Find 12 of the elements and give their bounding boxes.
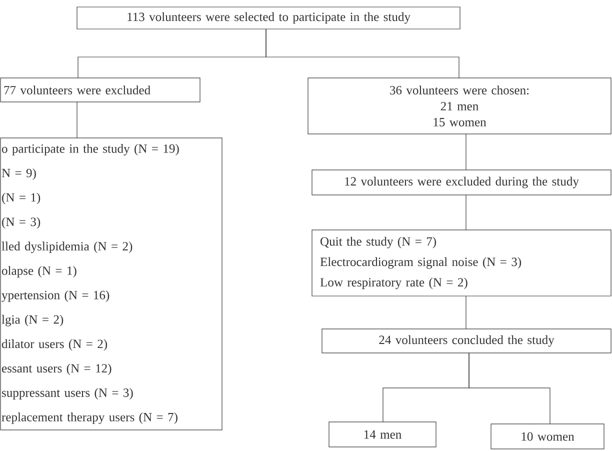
list-box: o participate in the study (N = 19) N = 9) (N = 1) (N = 3) lled dyslipidemia (N = 2) olapse (N = 1) ypertension (N = 16) lgia (N = 2) dilator users (N = 2) essant users (N = 12) suppressant users (N = 3) replacement therapy users (N = 7) (0, 138, 222, 430)
flow-box: 10 women (490, 424, 604, 450)
flow-box: 14 men (328, 422, 436, 448)
connector-line (468, 352, 550, 424)
connector-line (76, 102, 78, 138)
flow-box: 113 volunteers were selected to participate in the study (76, 6, 460, 30)
connector-line (266, 28, 460, 78)
flow-box: 77 volunteers were excluded (0, 78, 200, 102)
flow-box: 36 volunteers were chosen: 21 men 15 women (308, 78, 612, 134)
list-box: Quit the study (N = 7) Electrocardiogram signal noise (N = 3) Low respiratory rate (N = 2) (312, 230, 612, 296)
flow-box: 12 volunteers were excluded during the study (312, 170, 612, 196)
flow-box: 24 volunteers concluded the study (322, 328, 612, 354)
